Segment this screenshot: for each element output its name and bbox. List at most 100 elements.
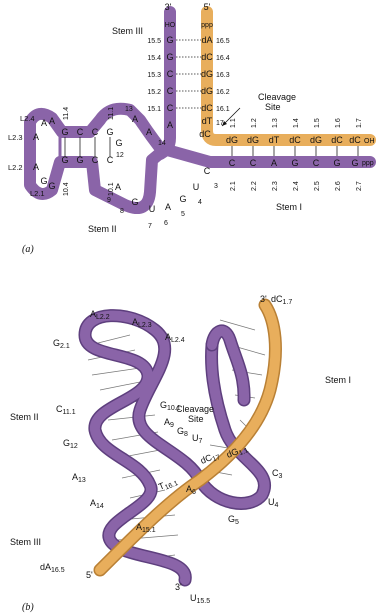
- nt: A: [41, 118, 47, 128]
- cleavage-label-b: Cleavage: [176, 404, 214, 414]
- residue-label: A9: [164, 417, 174, 429]
- nt: C: [229, 158, 236, 168]
- nt-number: 16.3: [216, 72, 230, 79]
- nt: C: [167, 86, 174, 96]
- nt: dC: [201, 103, 213, 113]
- nt: C: [92, 155, 99, 165]
- residue-label: A14: [90, 498, 104, 510]
- nt: C: [92, 127, 99, 137]
- nt: G: [76, 155, 83, 165]
- nt-number: 5: [181, 211, 185, 218]
- panel-a-secondary-structure: G G C C C A 15.5 15.4 15.3 15.2 15.1 dA …: [8, 2, 375, 255]
- nt-number: 1.1: [230, 118, 237, 128]
- nt: dA: [201, 35, 212, 45]
- nt-number: 17: [216, 120, 224, 127]
- stem1-label-b: Stem I: [325, 375, 351, 385]
- nt: C: [167, 103, 174, 113]
- nt: dG: [310, 135, 322, 145]
- nt: A: [115, 182, 121, 192]
- nt-number: 11.4: [63, 107, 70, 120]
- stem1-bottom-numbers: 2.1 2.2 2.3 2.4 2.5 2.6 2.7: [230, 181, 363, 191]
- nt: dT: [202, 116, 213, 126]
- nt: dC: [289, 135, 301, 145]
- nt: A: [33, 162, 39, 172]
- nt-number: 16.4: [216, 55, 230, 62]
- nt: G: [333, 158, 340, 168]
- nt-number: 10.4: [63, 182, 70, 196]
- cleavage-label-site: Site: [265, 102, 281, 112]
- loop-label: L2.2: [8, 163, 23, 172]
- nt-number: 1.4: [293, 118, 300, 128]
- nt-number: 15.3: [147, 72, 161, 79]
- nt-number: 14: [158, 140, 166, 147]
- nt-number: 3: [214, 183, 218, 190]
- nt: G: [40, 176, 47, 186]
- nt-number: 2.2: [251, 181, 258, 191]
- nt-number: 1.7: [356, 118, 363, 128]
- panel-b-label: (b): [22, 602, 34, 613]
- nt-number: 16.2: [216, 89, 230, 96]
- nt-number: 16.1: [216, 106, 230, 113]
- nt-number: 10.1: [108, 182, 115, 196]
- residue-label: U7: [192, 433, 203, 445]
- nt: dC: [201, 52, 213, 62]
- stem2-label: Stem II: [88, 224, 117, 234]
- nt: C: [313, 158, 320, 168]
- nt-number: 11.1: [108, 107, 115, 120]
- nt: C: [77, 127, 84, 137]
- dna-ppp-end: ppp: [201, 22, 213, 29]
- nt: dT: [269, 135, 280, 145]
- stem2-label-b: Stem II: [10, 412, 39, 422]
- nt: A: [146, 127, 152, 137]
- nt: G: [291, 158, 298, 168]
- stem1-label: Stem I: [276, 202, 302, 212]
- dna-5-end-b: 5': [86, 570, 93, 580]
- nt-number: 2.1: [230, 181, 237, 191]
- stem3-pairs: [176, 40, 201, 108]
- panel-a-label: (a): [22, 244, 34, 255]
- nt: G: [61, 127, 68, 137]
- stem3-rna-numbers: 15.5 15.4 15.3 15.2 15.1: [147, 38, 161, 113]
- residue-label: C11.1: [56, 404, 76, 416]
- dna-5-end: 5': [204, 2, 211, 12]
- nt-number: 12: [116, 152, 124, 159]
- nt-number: 1.5: [314, 118, 321, 128]
- nt-number: 1.2: [251, 118, 258, 128]
- nt-number: 13: [125, 106, 133, 113]
- nt-number: 2.3: [272, 181, 279, 191]
- nt-number: 2.6: [335, 181, 342, 191]
- rna-3-end-b: 3': [175, 582, 182, 592]
- nt-number: 2.7: [356, 181, 363, 191]
- nt: G: [48, 181, 55, 191]
- nt: dC: [199, 129, 211, 139]
- residue-label: G8: [177, 426, 188, 438]
- nt-number: 15.2: [147, 89, 161, 96]
- panel-b-3d-structure: AL2.2 AL2.3 AL2.4 G2.1 G10.1 A9 G8 U7 C1…: [10, 294, 351, 613]
- cleavage-label: Cleavage: [258, 92, 296, 102]
- residue-label: dA16.5: [40, 562, 65, 574]
- nt: A: [33, 132, 39, 142]
- nt: G: [166, 52, 173, 62]
- nt-number: 15.5: [147, 38, 161, 45]
- nt-number: 1.6: [335, 118, 342, 128]
- nt: dC: [349, 135, 361, 145]
- nt: A: [271, 158, 277, 168]
- rna-3-end: 3': [165, 2, 172, 12]
- stem3-label: Stem III: [112, 26, 143, 36]
- nt: C: [250, 158, 257, 168]
- nt: G: [115, 138, 122, 148]
- stem2-pairs: [65, 137, 110, 157]
- residue-label: C3: [272, 468, 283, 480]
- nt: dC: [331, 135, 343, 145]
- loop-label: L2.4: [20, 114, 35, 123]
- nt-number: 2.5: [314, 181, 321, 191]
- residue-label: dC1.7: [271, 294, 292, 306]
- nt-number: 2.4: [293, 181, 300, 191]
- nt-number: 6: [164, 220, 168, 227]
- nt-number: 15.1: [147, 106, 161, 113]
- loop-label: L2.3: [8, 133, 23, 142]
- nt: dG: [226, 135, 238, 145]
- nt-number: 7: [148, 223, 152, 230]
- nt: dG: [247, 135, 259, 145]
